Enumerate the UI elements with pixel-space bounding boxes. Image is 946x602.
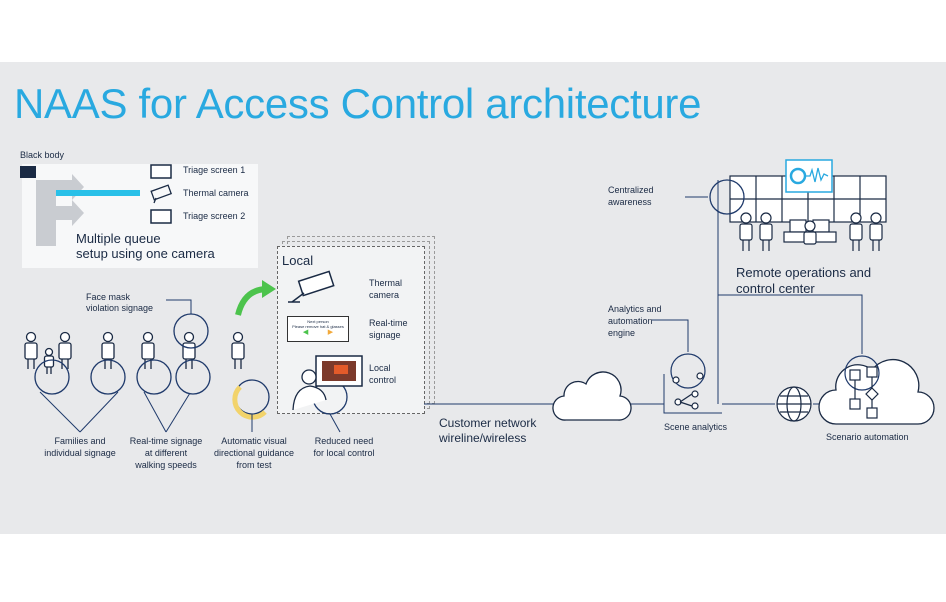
- face-mask-label-1: Face mask: [86, 292, 131, 302]
- families-label-2: individual signage: [44, 448, 116, 458]
- globe-icon: [776, 386, 812, 422]
- operator-icon: [292, 369, 327, 411]
- local-thermal-label-1: Thermal: [369, 278, 403, 288]
- triage-screen-2-icon: [150, 209, 172, 224]
- local-signage-label-2: signage: [369, 330, 401, 340]
- centralized-label-2: awareness: [608, 197, 652, 207]
- local-heading: Local: [282, 253, 314, 268]
- triage-screen-2-label: Triage screen 2: [183, 211, 246, 221]
- ops-label-1: Remote operations and: [736, 265, 872, 280]
- page-title: NAAS for Access Control architecture: [14, 80, 702, 127]
- diagram-panel: [0, 62, 946, 534]
- people-icons: [24, 331, 245, 374]
- thermal-camera-icon: [288, 270, 335, 303]
- operator-icons: [739, 212, 883, 251]
- families-label-1: Families and: [54, 436, 106, 446]
- network-label-2: wireline/wireless: [439, 431, 527, 445]
- local-signage-label-1: Real-time: [369, 318, 408, 328]
- monitor-pulse-icon: [785, 159, 833, 193]
- yellow-arc: [232, 385, 267, 420]
- sign-card-line1: Next person: [307, 319, 329, 324]
- queue-caption-line1: Multiple queue: [76, 231, 161, 246]
- sign-card-line2: Please remove hat & glasses: [292, 324, 344, 329]
- queue-caption-line2: setup using one camera: [76, 246, 215, 261]
- scene-analytics-icon: [670, 353, 706, 410]
- local-control-icon: [315, 355, 363, 387]
- green-arrow: [235, 286, 267, 316]
- analytics-label-2: automation: [608, 316, 653, 326]
- customer-network-cloud: [552, 371, 632, 421]
- callout-circles: [34, 313, 348, 415]
- black-body-icon: [20, 166, 36, 178]
- realtime-label-1: Real-time signage: [129, 436, 203, 446]
- realtime-sign-card: Next person Please remove hat & glasses …: [287, 316, 349, 342]
- reduced-label-2: for local control: [313, 448, 375, 458]
- analytics-label-1: Analytics and: [608, 304, 662, 314]
- automatic-label-1: Automatic visual: [221, 436, 287, 446]
- automatic-label-2: directional guidance: [213, 448, 295, 458]
- automatic-label-3: from test: [236, 460, 272, 470]
- flowchart-icon: [844, 355, 880, 419]
- face-mask-label-2: violation signage: [86, 303, 154, 313]
- local-control-label-1: Local: [369, 363, 391, 373]
- centralized-callout-circle: [709, 179, 745, 215]
- centralized-label-1: Centralized: [608, 185, 654, 195]
- thermal-camera-label: Thermal camera: [183, 188, 249, 198]
- ops-label-2: control center: [736, 281, 815, 296]
- triage-screen-1-label: Triage screen 1: [183, 165, 246, 175]
- triage-screen-1-icon: [150, 164, 172, 179]
- analytics-label-3: engine: [608, 328, 636, 338]
- black-body-label: Black body: [20, 150, 65, 160]
- realtime-label-3: walking speeds: [135, 460, 197, 470]
- reduced-label-1: Reduced need: [314, 436, 374, 446]
- network-lines: [424, 180, 863, 414]
- thermal-beam: [56, 190, 140, 196]
- realtime-label-2: at different: [144, 448, 188, 458]
- scene-analytics-label: Scene analytics: [664, 422, 728, 432]
- scenario-automation-label: Scenario automation: [826, 432, 909, 442]
- arrow-right-icon: ▶: [327, 329, 334, 336]
- network-label-1: Customer network: [439, 416, 537, 430]
- local-thermal-label-2: camera: [369, 290, 400, 300]
- arrow-left-icon: ◀: [302, 329, 309, 336]
- callout-lines: [39, 299, 341, 433]
- thermal-camera-small-icon: [150, 184, 173, 204]
- local-control-label-2: control: [369, 375, 397, 385]
